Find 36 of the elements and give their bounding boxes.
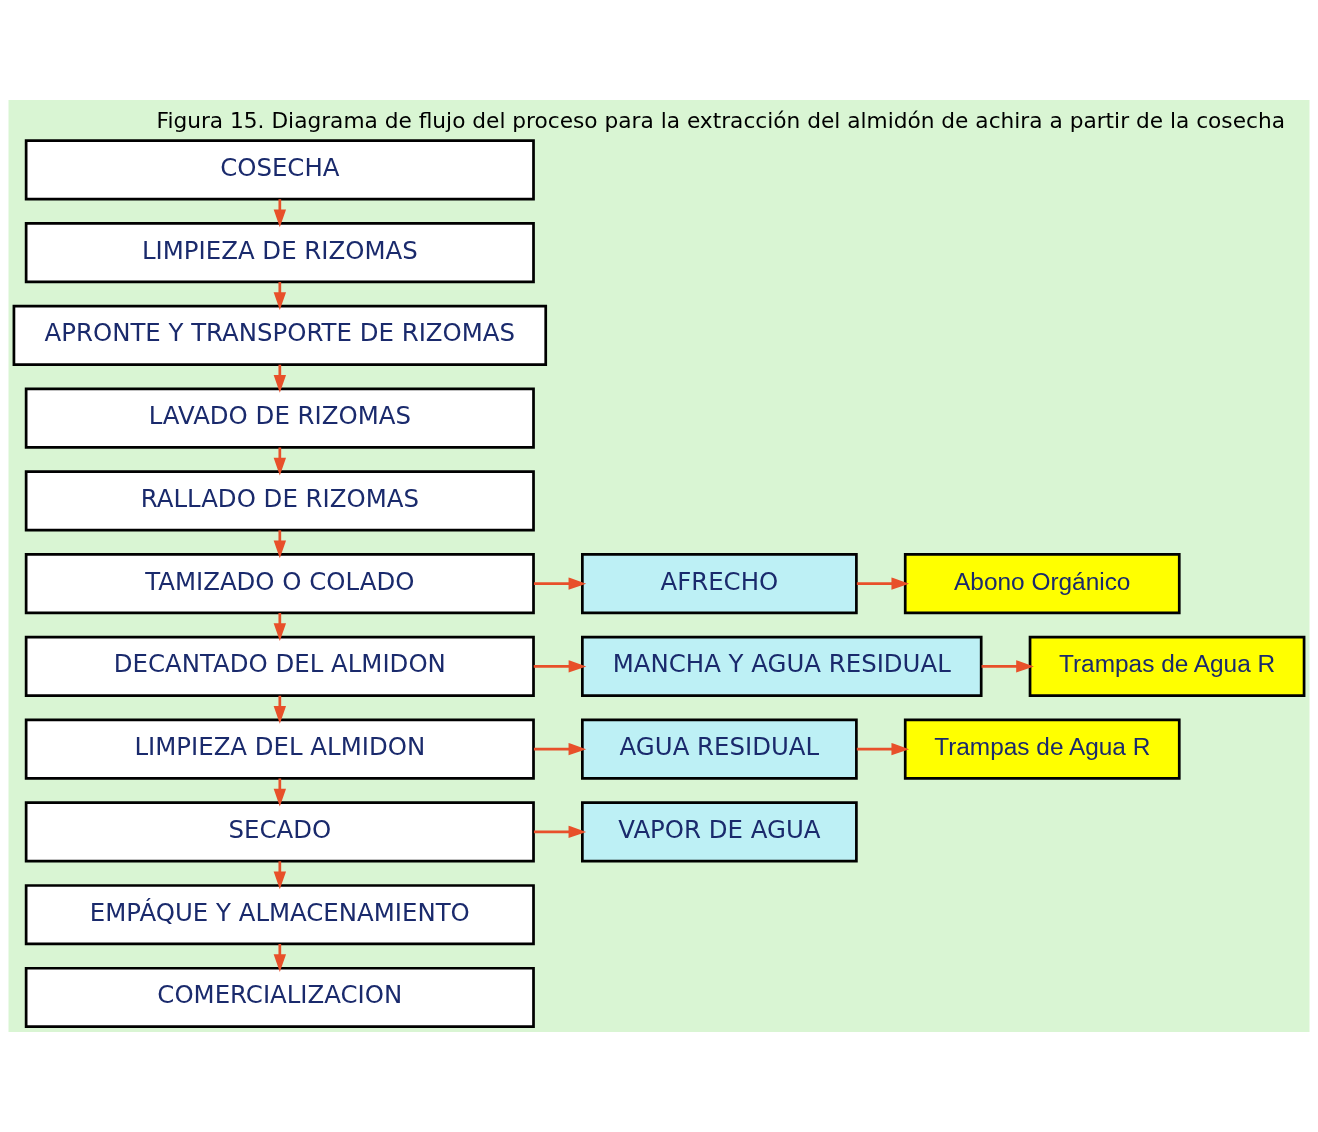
- node-box: Trampas de Agua R: [1028, 635, 1306, 697]
- node-box: LIMPIEZA DE RIZOMAS: [24, 222, 535, 284]
- arrow: [533, 577, 587, 590]
- arrow: [273, 695, 286, 724]
- node-box: MANCHA Y AGUA RESIDUAL: [581, 635, 983, 697]
- arrow: [273, 282, 286, 310]
- node-box: AFRECHO: [581, 553, 858, 615]
- arrow: [273, 861, 286, 890]
- node-box: TAMIZADO O COLADO: [24, 553, 535, 615]
- node-box: APRONTE Y TRANSPORTE DE RIZOMAS: [12, 304, 548, 366]
- node-box: VAPOR DE AGUA: [581, 801, 858, 863]
- arrow: [273, 199, 286, 228]
- node-box: RALLADO DE RIZOMAS: [24, 470, 535, 532]
- node-box: LIMPIEZA DEL ALMIDON: [24, 718, 535, 780]
- arrow: [273, 613, 286, 642]
- arrow: [533, 660, 587, 673]
- arrow: [533, 742, 587, 756]
- node-box: Abono Orgánico: [903, 553, 1181, 615]
- arrow: [273, 778, 286, 807]
- arrow: [273, 364, 286, 393]
- arrow: [273, 530, 286, 559]
- arrow: [533, 825, 587, 839]
- arrow: [856, 742, 910, 756]
- node-box: EMPÁQUE Y ALMACENAMIENTO: [24, 884, 535, 946]
- node-box: COSECHA: [24, 139, 535, 201]
- arrow: [273, 944, 286, 973]
- arrow: [273, 447, 286, 476]
- node-box: Trampas de Agua R: [903, 718, 1181, 780]
- arrow: [981, 660, 1034, 673]
- node-box: DECANTADO DEL ALMIDON: [24, 635, 535, 697]
- node-box: SECADO: [24, 801, 535, 863]
- caption: Figura 15. Diagrama de flujo del proceso para la extracción del almidón de achira a partir de la cosecha: [156, 108, 1285, 134]
- node-box: COMERCIALIZACION: [24, 966, 535, 1028]
- node-box: AGUA RESIDUAL: [581, 718, 858, 780]
- node-box: LAVADO DE RIZOMAS: [24, 387, 535, 449]
- arrow: [856, 577, 910, 590]
